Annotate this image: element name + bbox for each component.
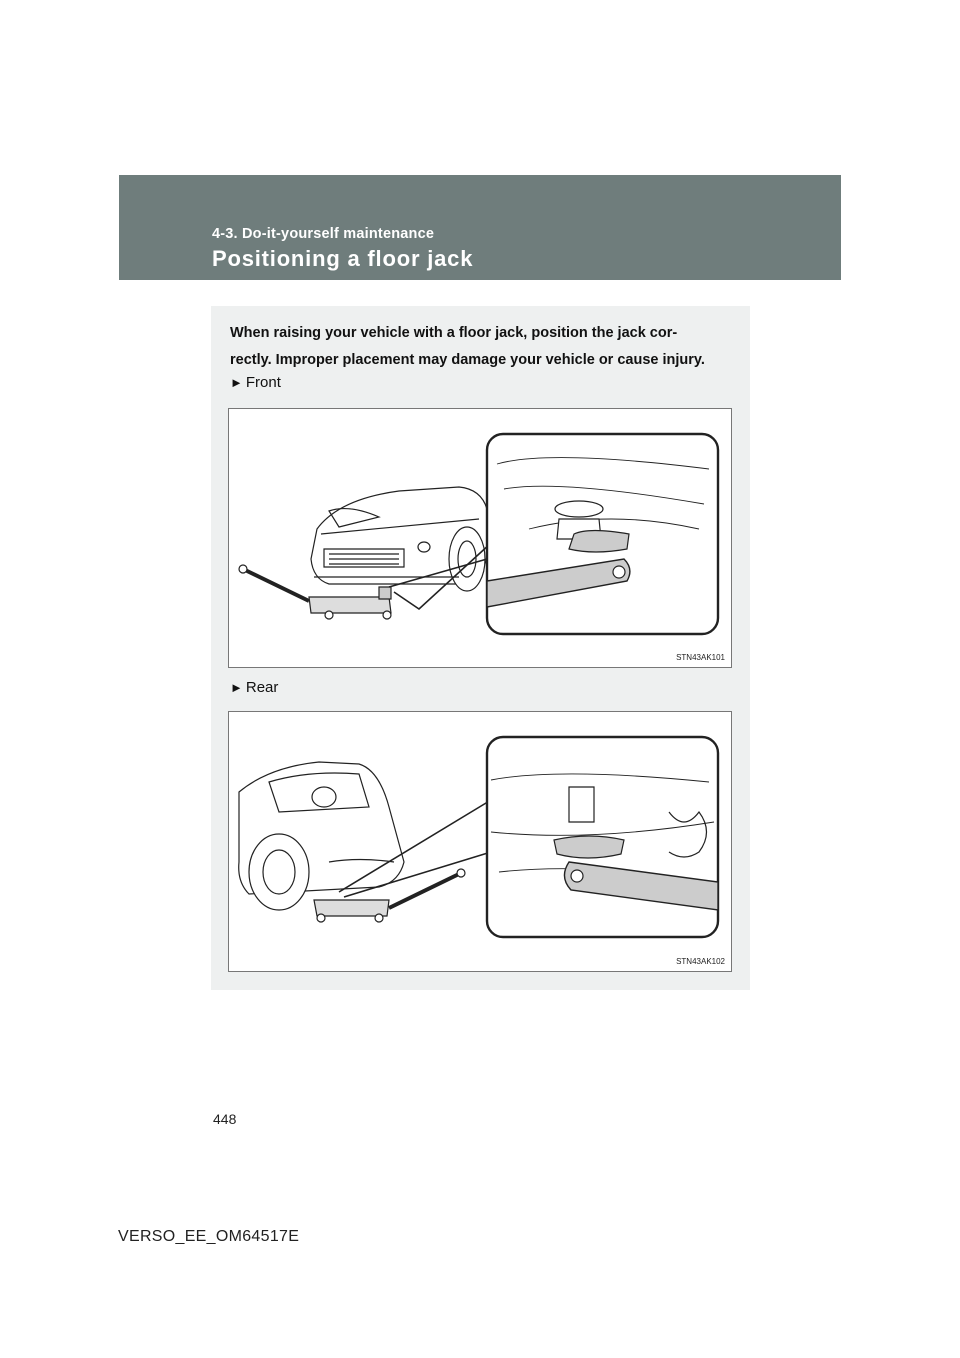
arrow-marker-icon: ► (230, 375, 243, 390)
page-title: Positioning a floor jack (212, 246, 474, 271)
intro-line-2: rectly. Improper placement may damage yo… (230, 352, 705, 368)
front-label: Front (245, 374, 281, 391)
intro-paragraph: When raising your vehicle with a floor j… (230, 320, 730, 374)
front-jack-illustration: STN43AK101 (228, 408, 732, 668)
section-label: 4-3. Do-it-yourself maintenance (212, 226, 435, 242)
page-number: 448 (213, 1111, 237, 1127)
front-jack-drawing (238, 432, 720, 636)
arrow-marker-icon: ► (230, 680, 243, 695)
rear-label: Rear (245, 679, 279, 696)
front-heading: ►Front (230, 374, 281, 391)
figure-code: STN43AK102 (676, 957, 725, 966)
rear-jack-drawing (238, 735, 720, 939)
intro-line-1: When raising your vehicle with a floor j… (230, 325, 678, 341)
document-code: VERSO_EE_OM64517E (118, 1228, 300, 1245)
rear-heading: ►Rear (230, 679, 278, 696)
figure-code: STN43AK101 (676, 653, 725, 662)
header-band (119, 175, 841, 280)
rear-jack-illustration: STN43AK102 (228, 711, 732, 972)
